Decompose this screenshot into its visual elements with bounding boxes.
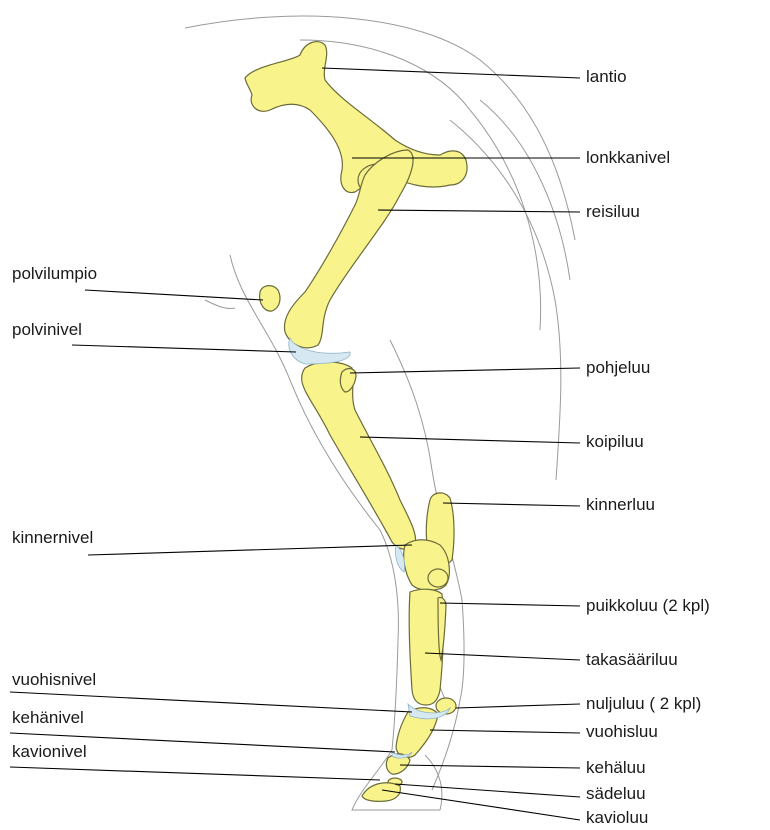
label-polvilumpio: polvilumpio [12, 264, 97, 284]
label-polvinivel: polvinivel [12, 320, 82, 340]
leader-kinnerluu [443, 503, 580, 506]
label-kehaluu: kehäluu [586, 758, 646, 778]
leader-reisiluu [378, 210, 580, 212]
label-vuohisluu: vuohisluu [586, 722, 658, 742]
leader-vuohisluu [430, 730, 580, 733]
leader-nuljuluu [456, 704, 580, 708]
leader-pohjeluu [350, 368, 580, 373]
label-takasaariluu: takasääriluu [586, 650, 678, 670]
leader-lantio [322, 68, 580, 78]
label-reisiluu: reisiluu [586, 202, 640, 222]
label-lonkkanivel: lonkkanivel [586, 148, 670, 168]
label-sadeluu: sädeluu [586, 784, 646, 804]
label-lantio: lantio [586, 67, 627, 87]
label-vuohisnivel: vuohisnivel [12, 670, 96, 690]
label-kehanivel: kehänivel [12, 708, 84, 728]
label-puikkoluu: puikkoluu (2 kpl) [586, 596, 710, 616]
leader-kavionivel [10, 767, 380, 780]
leader-polvilumpio [85, 290, 263, 300]
label-pohjeluu: pohjeluu [586, 358, 650, 378]
leader-takasaariluu [425, 653, 580, 660]
label-kavionivel: kavionivel [12, 742, 87, 762]
label-kinnernivel: kinnernivel [12, 528, 93, 548]
label-kinnerluu: kinnerluu [586, 495, 655, 515]
leader-kehaluu [400, 765, 580, 768]
leader-koipiluu [360, 437, 580, 443]
leader-puikkoluu [440, 603, 580, 606]
leader-sadeluu [395, 784, 580, 797]
leader-kinnernivel [88, 545, 412, 555]
leader-polvinivel [72, 345, 296, 352]
label-nuljuluu: nuljuluu ( 2 kpl) [586, 694, 701, 714]
label-kavioluu: kavioluu [586, 808, 648, 828]
label-koipiluu: koipiluu [586, 432, 644, 452]
